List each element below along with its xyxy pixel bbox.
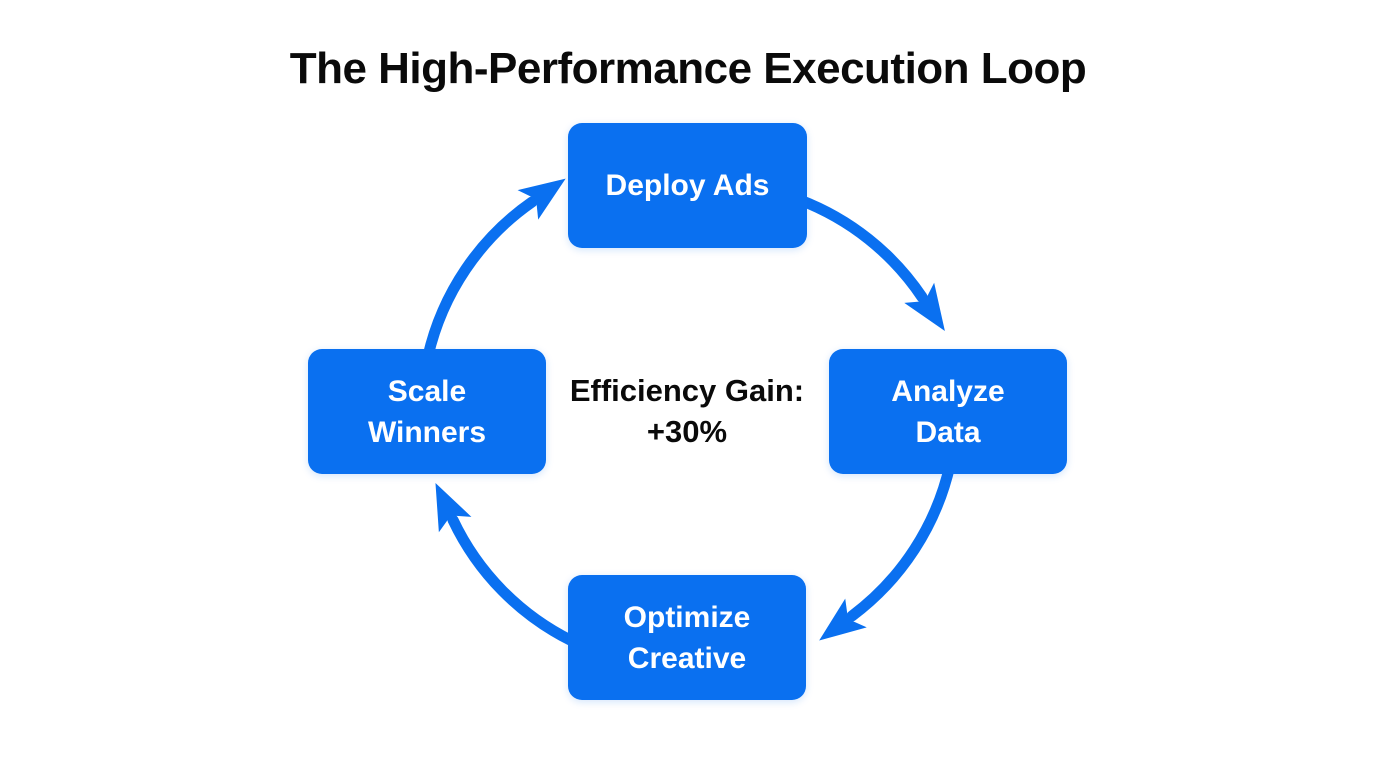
- node-label-line: Creative: [627, 641, 747, 675]
- arrow-deploy-to-analyze: [794, 194, 945, 332]
- node-label-line: Scale: [387, 374, 467, 408]
- efficiency-gain-label: Efficiency Gain: +30%: [537, 370, 837, 452]
- node-label-line: Data: [915, 415, 981, 449]
- arrow-analyze-to-optimize: [819, 459, 956, 641]
- node-optimize-creative: Optimize Creative: [568, 575, 806, 700]
- diagram-title: The High-Performance Execution Loop: [289, 44, 1087, 93]
- arrow-optimize-to-scale: [435, 482, 578, 647]
- efficiency-gain-line1: Efficiency Gain:: [569, 373, 805, 408]
- node-label-line: Analyze: [891, 374, 1005, 408]
- node-deploy-ads: Deploy Ads: [568, 123, 807, 248]
- node-label-line: Winners: [367, 415, 487, 449]
- node-scale-winners: Scale Winners: [308, 349, 546, 474]
- arrow-scale-to-deploy: [422, 178, 566, 362]
- efficiency-gain-line2: +30%: [646, 414, 728, 449]
- node-label-line: Optimize: [623, 600, 751, 634]
- node-analyze-data: Analyze Data: [829, 349, 1067, 474]
- node-label-line: Deploy Ads: [605, 169, 770, 202]
